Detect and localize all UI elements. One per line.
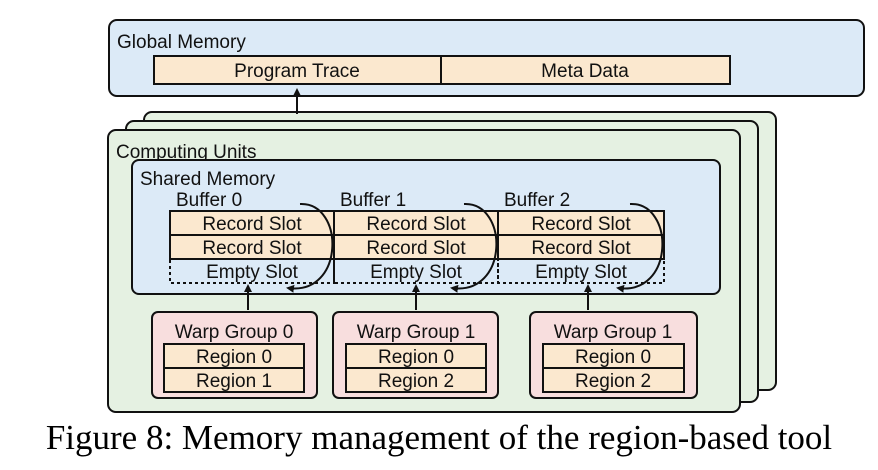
computing-unit-front: Computing Units Shared Memory Buffer 0 R… <box>107 129 741 413</box>
warp-group-0-label: Warp Group 0 <box>175 322 294 343</box>
circular-reuse-arrow <box>616 202 664 293</box>
circular-reuse-arrow <box>450 202 498 293</box>
region-label: Region 0 <box>378 347 454 368</box>
empty-slot <box>497 258 665 284</box>
region-label: Region 2 <box>378 371 454 392</box>
region-label: Region 2 <box>575 371 651 392</box>
record-slot-label: Record Slot <box>366 238 466 259</box>
meta-data-label: Meta Data <box>541 61 629 82</box>
empty-slot-label: Empty Slot <box>206 262 299 283</box>
warp-group-0: Warp Group 0 Region 0 Region 1 <box>151 311 318 399</box>
region-box <box>163 367 305 393</box>
region-label: Region 0 <box>575 347 651 368</box>
buffer-2: Buffer 2 Record Slot Record Slot Empty S… <box>497 190 665 293</box>
buffer-0-label: Buffer 0 <box>176 190 242 211</box>
memory-management-diagram: Global Memory Program Trace Meta Data Co… <box>107 19 865 413</box>
record-slot <box>169 234 335 260</box>
empty-slot-label: Empty Slot <box>535 262 628 283</box>
figure-caption: Figure 8: Memory management of the regio… <box>45 418 833 457</box>
empty-slot-label: Empty Slot <box>370 262 463 283</box>
region-label: Region 0 <box>196 347 272 368</box>
record-slot-label: Record Slot <box>202 238 302 259</box>
record-slot-label: Record Slot <box>366 214 466 235</box>
meta-data-field <box>440 55 731 85</box>
program-trace-field <box>153 55 442 85</box>
region-box <box>345 343 487 369</box>
shared-memory: Shared Memory Buffer 0 Record Slot Recor… <box>131 159 721 295</box>
empty-slot <box>169 258 335 284</box>
global-memory-label: Global Memory <box>117 32 246 53</box>
record-slot <box>333 210 499 236</box>
buffer-1: Buffer 1 Record Slot Record Slot Empty S… <box>333 190 499 293</box>
program-trace-label: Program Trace <box>234 61 360 82</box>
region-label: Region 1 <box>196 371 272 392</box>
warp-group-1: Warp Group 1 Region 0 Region 2 <box>332 311 499 399</box>
region-box <box>345 367 487 393</box>
buffer-1-label: Buffer 1 <box>340 190 406 211</box>
record-slot-label: Record Slot <box>531 214 631 235</box>
warp-group-2: Warp Group 1 Region 0 Region 2 <box>529 311 698 399</box>
record-slot <box>497 234 665 260</box>
computing-units-label: Computing Units <box>116 142 256 163</box>
warp-group-1-label: Warp Group 1 <box>357 322 476 343</box>
buffer-2-label: Buffer 2 <box>504 190 570 211</box>
region-box <box>542 367 685 393</box>
warp-group-2-label: Warp Group 1 <box>554 322 673 343</box>
record-slot <box>333 234 499 260</box>
buffer-0: Buffer 0 Record Slot Record Slot Empty S… <box>169 190 335 293</box>
record-slot-label: Record Slot <box>531 238 631 259</box>
record-slot <box>169 210 335 236</box>
global-memory: Global Memory Program Trace Meta Data <box>108 19 865 97</box>
circular-reuse-arrow <box>286 202 334 293</box>
shared-memory-label: Shared Memory <box>140 169 276 190</box>
record-slot-label: Record Slot <box>202 214 302 235</box>
